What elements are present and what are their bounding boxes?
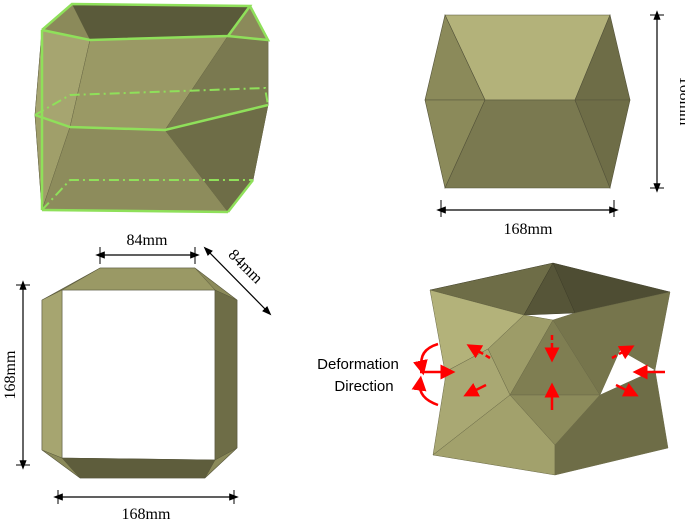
deformed-model: Deformation Direction [317,262,671,476]
chamfer-width-label: 84mm [127,232,168,249]
front-view: 168mm 168mm [424,10,685,238]
width-label: 168mm [504,221,553,238]
annotation-direction: Direction [334,378,393,395]
hidden-edges [34,86,269,211]
height-label: 168mm [676,77,685,126]
height-label: 168mm [2,350,19,399]
deformation-arrows [411,335,665,410]
width-label: 168mm [122,506,171,522]
annotation-deformation: Deformation [317,356,399,373]
isometric-model [34,2,271,214]
highlighted-edges [34,2,271,214]
top-view: 84mm 84mm 168mm 168mm [2,232,272,522]
diagonal-label: 84mm [225,246,266,287]
